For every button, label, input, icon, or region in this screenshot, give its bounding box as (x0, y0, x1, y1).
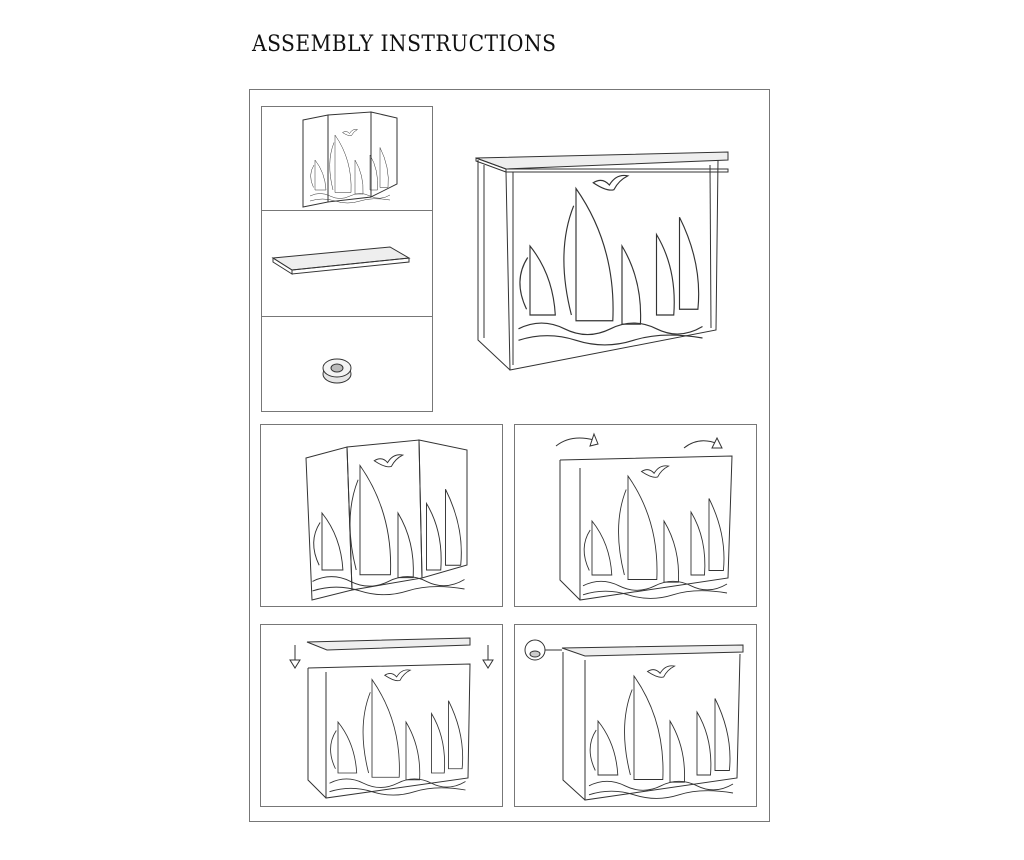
step-4-illustration (524, 639, 744, 801)
assembled-table-illustration (475, 151, 729, 371)
step-4-panel (514, 624, 757, 807)
step-1-illustration (305, 439, 468, 601)
part-nut-illustration (322, 358, 352, 384)
part-side-frames-illustration (302, 111, 398, 208)
step-3-panel (260, 624, 503, 807)
step-2-panel (514, 424, 757, 607)
part-table-top-illustration (271, 246, 411, 275)
step-2-illustration (555, 432, 733, 601)
sheet-border (249, 89, 770, 822)
page-title: ASSEMBLY INSTRUCTIONS (252, 32, 557, 57)
step-1-panel (260, 424, 503, 607)
step-3-illustration (289, 637, 494, 799)
parts-panel (261, 106, 433, 412)
